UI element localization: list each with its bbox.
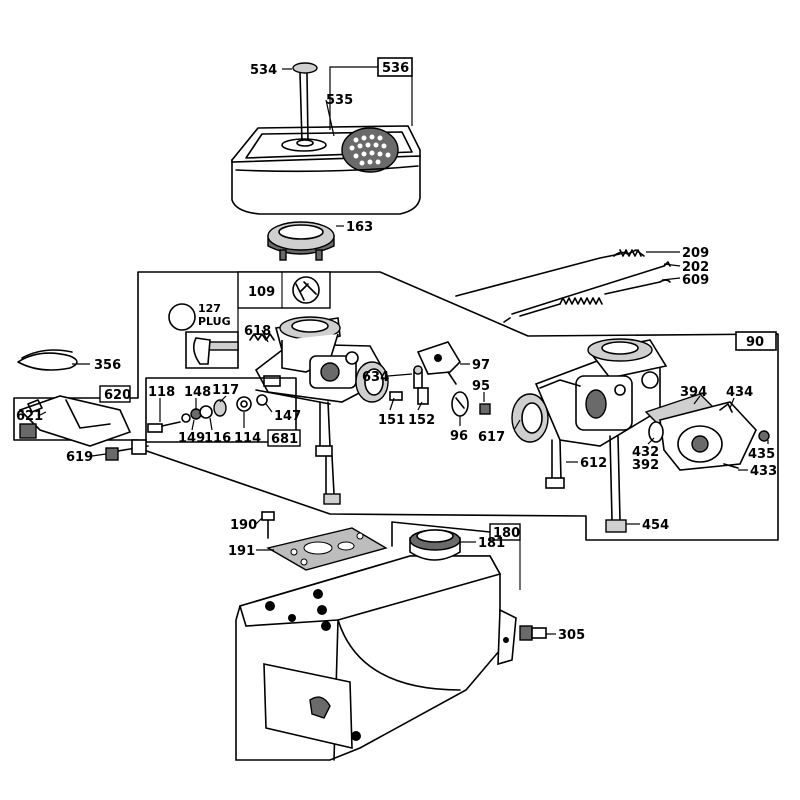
label-147: 147 (274, 409, 301, 424)
label-90: 90 (746, 335, 764, 350)
label-148: 148 (184, 385, 211, 400)
label-152: 152 (408, 413, 435, 428)
label-681: 681 (271, 432, 298, 447)
throttle-parts (389, 341, 491, 417)
label-534: 534 (250, 63, 277, 78)
governor-620 (18, 385, 149, 461)
label-191: 191 (228, 544, 255, 559)
linkage-rods (455, 249, 671, 323)
label-180: 180 (493, 526, 520, 541)
label-394: 394 (680, 385, 707, 400)
label-190: 190 (230, 518, 257, 533)
label-114: 114 (234, 431, 261, 446)
label-634: 634 (362, 370, 389, 385)
label-535: 535 (326, 93, 353, 108)
label-612: 612 (580, 456, 607, 471)
label-433: 433 (750, 464, 777, 479)
label-95: 95 (472, 379, 490, 394)
gasket-191 (266, 527, 388, 571)
label-620: 620 (104, 388, 131, 403)
label-392: 392 (632, 458, 659, 473)
label-432: 432 (632, 445, 659, 460)
label-619: 619 (66, 450, 93, 465)
label-96: 96 (450, 429, 468, 444)
label-305: 305 (558, 628, 585, 643)
carburetor-left (185, 316, 390, 505)
plug-127 (168, 303, 196, 331)
label-149: 149 (178, 431, 205, 446)
label-181: 181 (478, 536, 505, 551)
box-109 (237, 271, 331, 332)
label-127-plug: PLUG (198, 315, 231, 328)
label-97: 97 (472, 358, 490, 373)
label-454: 454 (642, 518, 669, 533)
label-117: 117 (212, 383, 239, 398)
label-434: 434 (726, 385, 753, 400)
label-118: 118 (148, 385, 175, 400)
label-435: 435 (748, 447, 775, 462)
box-681 (145, 377, 301, 447)
label-617: 617 (478, 430, 505, 445)
label-151: 151 (378, 413, 405, 428)
label-116: 116 (204, 431, 231, 446)
label-163: 163 (346, 220, 373, 235)
filter-element-163 (267, 221, 335, 261)
fitting-305 (519, 625, 547, 641)
label-621: 621 (16, 409, 43, 424)
part-labels: 534 535 536 163 209 202 609 90 127 PLUG … (16, 61, 777, 643)
leader-lines (37, 68, 769, 635)
air-cleaner-assembly (231, 62, 421, 215)
label-127: 127 (198, 302, 221, 315)
label-609: 609 (682, 273, 709, 288)
carburetor-group-outline (13, 271, 779, 541)
label-202: 202 (682, 260, 709, 275)
fuel-tank-180 (235, 521, 521, 761)
label-356: 356 (94, 358, 121, 373)
screw-190 (261, 511, 275, 539)
box-536 (329, 57, 413, 130)
label-109: 109 (248, 285, 275, 300)
label-536: 536 (382, 61, 409, 76)
label-209: 209 (682, 246, 709, 261)
spring-356 (17, 349, 78, 371)
diaphragm-assembly (644, 393, 770, 471)
label-618: 618 (244, 324, 271, 339)
carburetor-right (511, 338, 668, 533)
